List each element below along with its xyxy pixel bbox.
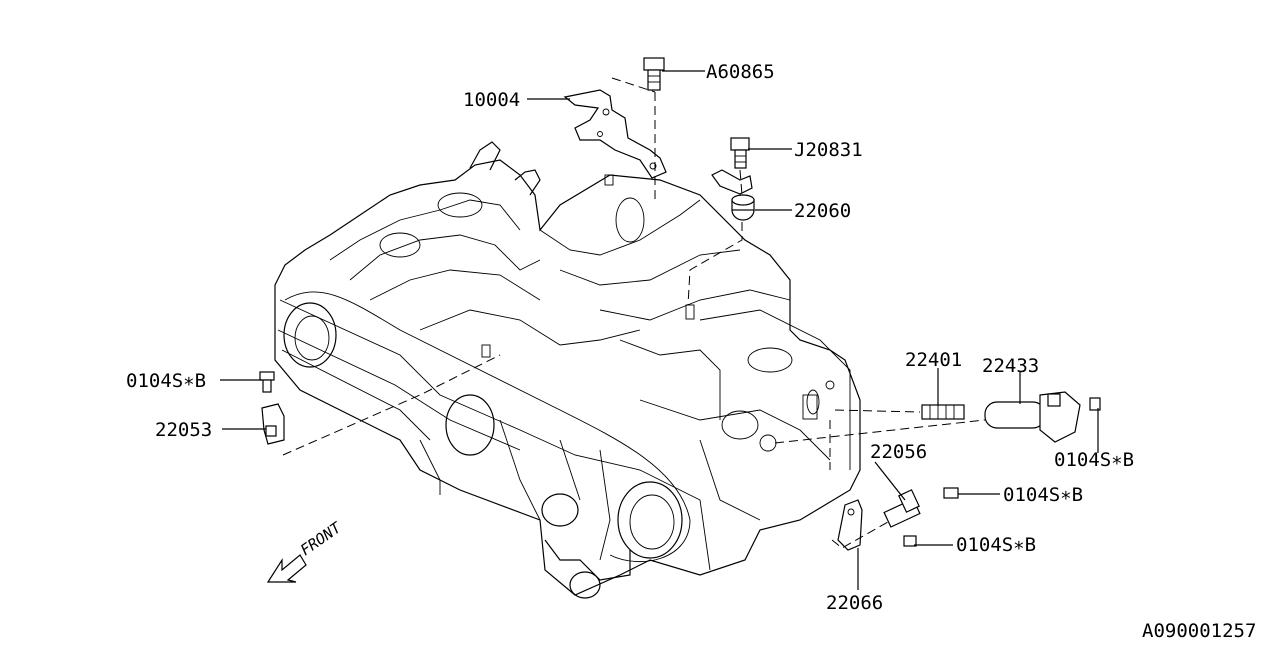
bolt-a60865 <box>643 57 665 91</box>
bolt-j20831 <box>730 137 750 169</box>
callout-0104sb-right: 0104S∗B <box>1054 449 1134 471</box>
bracket-part <box>563 89 667 179</box>
ignition-coil-22433 <box>984 391 1101 443</box>
callout-22053: 22053 <box>155 419 212 441</box>
callout-22060: 22060 <box>794 200 851 222</box>
callout-a60865: A60865 <box>706 61 775 83</box>
knock-sensor-22060 <box>711 169 755 221</box>
callout-22401: 22401 <box>905 349 962 371</box>
callout-0104sb-mid2: 0104S∗B <box>956 534 1036 556</box>
spark-plug-22401 <box>921 404 965 420</box>
callout-j20831: J20831 <box>794 139 863 161</box>
cam-sensor-22053 <box>259 371 285 445</box>
figure-code: A090001257 <box>1142 620 1256 640</box>
alignment-lines <box>282 77 986 549</box>
callout-0104sb-left: 0104S∗B <box>126 370 206 392</box>
sensor-22066 <box>837 499 863 551</box>
callout-0104sb-mid1: 0104S∗B <box>1003 484 1083 506</box>
leader-lines <box>220 70 1099 590</box>
callout-labels: A60865 10004 J20831 22060 0104S∗B 22053 … <box>126 61 1256 642</box>
callout-22066: 22066 <box>826 592 883 614</box>
callout-10004: 10004 <box>463 89 520 111</box>
front-label: FRONT <box>297 518 345 559</box>
front-arrow-icon: FRONT <box>266 518 345 583</box>
callout-22433: 22433 <box>982 355 1039 377</box>
callout-22056: 22056 <box>870 441 927 463</box>
crank-sensor-22056 <box>883 487 959 547</box>
engine-block-drawing <box>274 141 861 599</box>
